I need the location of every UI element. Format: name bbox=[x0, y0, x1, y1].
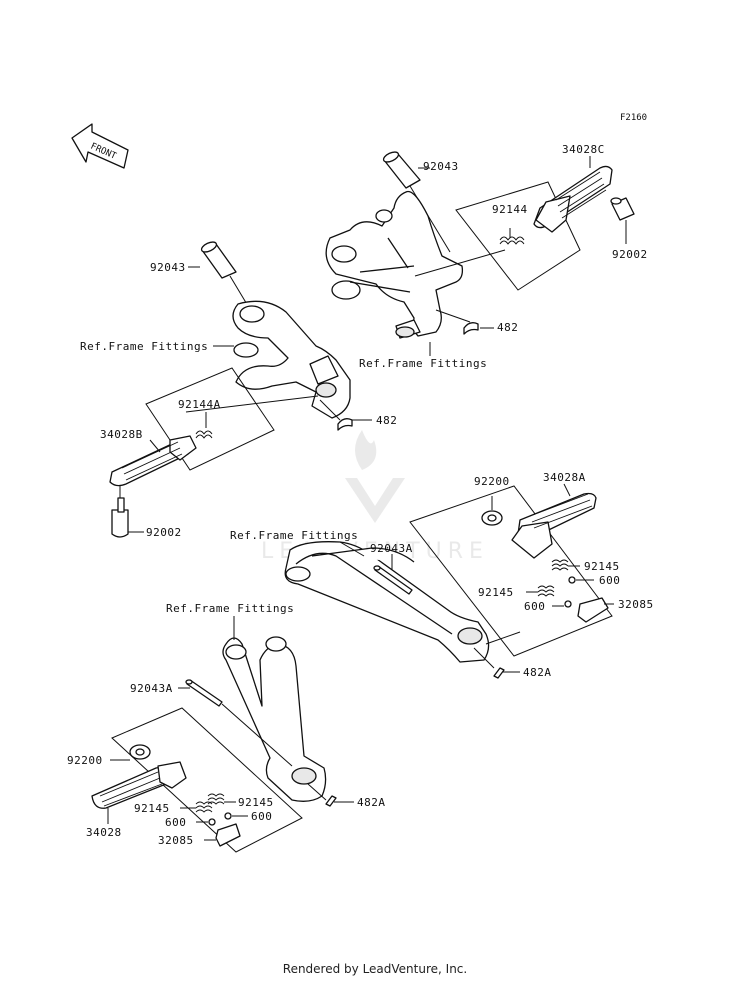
upper-left-bracket-assembly bbox=[109, 241, 372, 538]
spring-92145-r2 bbox=[526, 585, 555, 597]
label-ref-frame-center: Ref.Frame Fittings bbox=[359, 357, 487, 370]
label-482A-left: 482A bbox=[357, 796, 386, 809]
label-92145-r1: 92145 bbox=[584, 560, 620, 573]
label-ref-frame-right: Ref.Frame Fittings bbox=[230, 529, 358, 542]
label-92002-right: 92002 bbox=[612, 248, 648, 261]
ball-600-l2 bbox=[224, 812, 232, 820]
label-92145-r2: 92145 bbox=[478, 586, 514, 599]
footpeg-34028C bbox=[533, 156, 613, 233]
detent-plate-32085-left bbox=[204, 823, 241, 847]
label-92200-right: 92200 bbox=[474, 475, 510, 488]
label-92043-top: 92043 bbox=[423, 160, 459, 173]
label-482-top: 482 bbox=[497, 321, 518, 334]
label-600-l1: 600 bbox=[165, 816, 186, 829]
label-34028: 34028 bbox=[86, 826, 122, 839]
washer-92200-left bbox=[110, 744, 151, 761]
cotter-pin-482-mid bbox=[337, 418, 372, 431]
ball-600-r1 bbox=[568, 576, 576, 584]
label-600-l2: 600 bbox=[251, 810, 272, 823]
label-34028B: 34028B bbox=[100, 428, 143, 441]
label-600-r1: 600 bbox=[599, 574, 620, 587]
diagram-code: F2160 bbox=[620, 113, 647, 123]
pin-92043-left bbox=[200, 241, 237, 279]
ball-600-l1 bbox=[208, 818, 216, 826]
spring-92145-r1 bbox=[551, 559, 580, 571]
pin-92043A-right bbox=[373, 554, 413, 595]
label-ref-frame-lower: Ref.Frame Fittings bbox=[166, 602, 294, 615]
label-600-r2: 600 bbox=[524, 600, 545, 613]
label-92144: 92144 bbox=[492, 203, 528, 216]
label-92145-l2: 92145 bbox=[238, 796, 274, 809]
peg-pin-92002-right bbox=[610, 197, 635, 244]
pin-92043-top bbox=[382, 151, 421, 189]
spring-92144A bbox=[195, 412, 213, 439]
label-32085-left: 32085 bbox=[158, 834, 194, 847]
ball-600-r2 bbox=[564, 600, 572, 608]
label-92145-l1: 92145 bbox=[134, 802, 170, 815]
label-ref-frame-left: Ref.Frame Fittings bbox=[80, 340, 208, 353]
footpeg-34028 bbox=[91, 761, 187, 824]
label-32085-right: 32085 bbox=[618, 598, 654, 611]
label-482-mid: 482 bbox=[376, 414, 397, 427]
lower-right-bracket-assembly bbox=[284, 483, 614, 679]
peg-pin-92002-left bbox=[111, 486, 144, 538]
spring-92145-l2 bbox=[207, 793, 236, 805]
label-92043A-left: 92043A bbox=[130, 682, 173, 695]
footpeg-34028A bbox=[511, 483, 597, 559]
spring-92145-l1 bbox=[180, 801, 213, 813]
cotter-pin-482A-left bbox=[325, 795, 354, 807]
footer-credit: Rendered by LeadVenture, Inc. bbox=[282, 962, 468, 976]
cotter-pin-482-top bbox=[463, 322, 494, 335]
lower-left-bracket-assembly bbox=[91, 616, 354, 853]
label-92144A: 92144A bbox=[178, 398, 221, 411]
label-92002-left: 92002 bbox=[146, 526, 182, 539]
front-arrow-icon: FRONT bbox=[71, 123, 129, 169]
label-34028A: 34028A bbox=[543, 471, 586, 484]
pin-92043A-left bbox=[178, 679, 223, 707]
detent-plate-32085-right bbox=[577, 597, 614, 623]
washer-92200-right bbox=[481, 496, 503, 526]
label-34028C: 34028C bbox=[562, 143, 605, 156]
label-482A-right: 482A bbox=[523, 666, 552, 679]
label-92043A-right: 92043A bbox=[370, 542, 413, 555]
cotter-pin-482A-right bbox=[493, 667, 520, 679]
label-92043-left: 92043 bbox=[150, 261, 186, 274]
label-92200-left: 92200 bbox=[67, 754, 103, 767]
upper-right-bracket-assembly bbox=[325, 151, 635, 356]
spring-92144 bbox=[499, 228, 525, 245]
footpeg-34028B bbox=[109, 435, 197, 487]
